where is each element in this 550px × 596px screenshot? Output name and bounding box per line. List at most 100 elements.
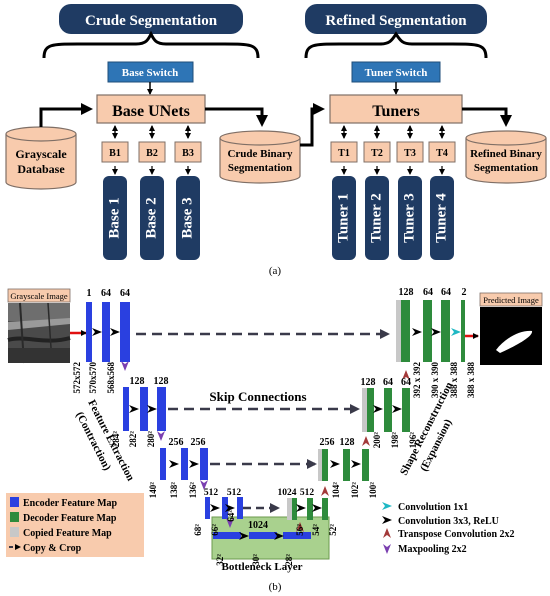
size-label: 30² <box>251 554 261 566</box>
conv-arrow <box>312 504 322 512</box>
base-unets-box <box>96 94 206 124</box>
base-pill-1 <box>103 176 127 260</box>
channel-label: 512 <box>204 488 219 498</box>
conv-arrow <box>351 460 361 468</box>
channel-label: 128 <box>399 287 414 298</box>
base-unets-label: Base UNets <box>112 103 190 120</box>
encoder-map <box>157 387 166 431</box>
size-label: 56² <box>295 524 305 536</box>
tuners-label: Tuners <box>372 103 419 120</box>
decoder-map <box>322 498 328 520</box>
decoder-map <box>401 300 410 362</box>
part-b-unet-diagram: Grayscale Image Predicted Image Skip Con… <box>6 287 543 593</box>
conv-arrow <box>412 328 422 336</box>
channel-label: 1 <box>87 288 92 299</box>
legend-transpose-arrow <box>383 528 391 538</box>
tuner-name-1: Tuner 1 <box>335 193 351 243</box>
copied-map <box>318 449 322 481</box>
conv-arrow <box>239 532 249 540</box>
base-pill-2 <box>140 176 164 260</box>
t-box-4 <box>428 141 456 163</box>
channel-label: 256 <box>169 437 184 448</box>
bottleneck-label: Bottleneck Layer <box>222 561 303 573</box>
copied-map <box>287 498 292 520</box>
size-label: 388 x 388 <box>466 362 476 399</box>
conv-arrow <box>296 504 306 512</box>
legend-conv1x1-label: Convolution 1x1 <box>398 502 468 513</box>
t-label-4: T4 <box>436 148 448 159</box>
bottleneck-map <box>249 532 277 539</box>
refined-binary-line2: Segmentation <box>474 162 538 174</box>
conv-arrow <box>392 405 402 413</box>
size-label: 68² <box>193 524 203 536</box>
decoder-map <box>343 449 350 481</box>
size-label: 392 x 392 <box>412 362 422 399</box>
decoder-map <box>367 388 374 432</box>
legend-maxpool-arrow <box>383 544 391 554</box>
t-box-1 <box>330 141 358 163</box>
refined-brace <box>304 31 488 59</box>
base-name-2: Base 2 <box>143 197 159 238</box>
predicted-image-label: Predicted Image <box>483 295 539 305</box>
channel-label: 64 <box>401 377 411 388</box>
encoder-map <box>237 497 243 519</box>
conv-arrow <box>110 328 120 336</box>
transpose-arrow <box>296 522 304 532</box>
conv-arrow <box>189 460 199 468</box>
refined-segmentation-banner <box>305 4 487 34</box>
crude-binary-line1: Crude Binary <box>227 148 293 160</box>
legend-left: Encoder Feature Map Decoder Feature Map … <box>6 493 144 557</box>
channel-label: 1024 <box>278 488 297 498</box>
b-box-1 <box>101 141 129 163</box>
decoder-map <box>423 300 432 362</box>
size-label: 28² <box>284 554 294 566</box>
legend-right: Convolution 1x1 Convolution 3x3, ReLU Tr… <box>382 502 515 555</box>
decoder-map <box>441 300 450 362</box>
size-label: 200² <box>372 432 382 449</box>
channel-label: 128 <box>130 376 145 387</box>
maxpool-arrow <box>121 361 129 371</box>
tuner-pill-4 <box>430 176 454 260</box>
decoder-map <box>402 388 410 432</box>
channel-label: 1024 <box>248 520 268 531</box>
t-label-1: T1 <box>338 148 350 159</box>
crude-segmentation-title: Crude Segmentation <box>85 13 218 29</box>
channel-label: 64 <box>120 288 130 299</box>
encoder-map <box>222 497 228 519</box>
channel-label: 256 <box>191 437 206 448</box>
decoder-map <box>307 498 313 520</box>
t-label-3: T3 <box>404 148 416 159</box>
decoder-map <box>322 449 328 481</box>
tuner-switch-label: Tuner Switch <box>365 67 428 79</box>
grayscale-input-image <box>7 302 71 364</box>
b-box-2 <box>138 141 166 163</box>
grayscale-image-label: Grayscale Image <box>10 291 68 301</box>
maxpool-arrow <box>200 480 208 490</box>
t-box-2 <box>363 141 391 163</box>
crude-binary-line2: Segmentation <box>228 162 292 174</box>
channel-label: 64 <box>383 377 393 388</box>
decoder-map <box>292 498 297 520</box>
conv-arrow <box>274 532 284 540</box>
t-box-3 <box>396 141 424 163</box>
size-label: 572x572 <box>72 362 82 394</box>
predicted-image-label-box <box>479 292 543 307</box>
conv-arrow <box>92 328 102 336</box>
size-label: 64² <box>226 510 236 522</box>
size-label: 570x570 <box>88 362 98 394</box>
base-pill-3 <box>176 176 200 260</box>
copied-map <box>396 300 401 362</box>
size-label: 390 x 390 <box>430 362 440 399</box>
channel-label: 128 <box>340 437 355 448</box>
legend-encoder-swatch <box>10 497 19 507</box>
size-label: 284² <box>111 431 121 448</box>
size-label: 54² <box>311 524 321 536</box>
part-b-caption: (b) <box>269 581 282 593</box>
encoder-map <box>140 387 148 431</box>
size-label: 32² <box>215 554 225 566</box>
channel-label: 64 <box>423 287 433 298</box>
size-label: 196² <box>408 432 418 449</box>
size-label: 104² <box>331 482 341 499</box>
legend-copied-swatch <box>10 527 19 537</box>
size-label: 100² <box>368 482 378 499</box>
